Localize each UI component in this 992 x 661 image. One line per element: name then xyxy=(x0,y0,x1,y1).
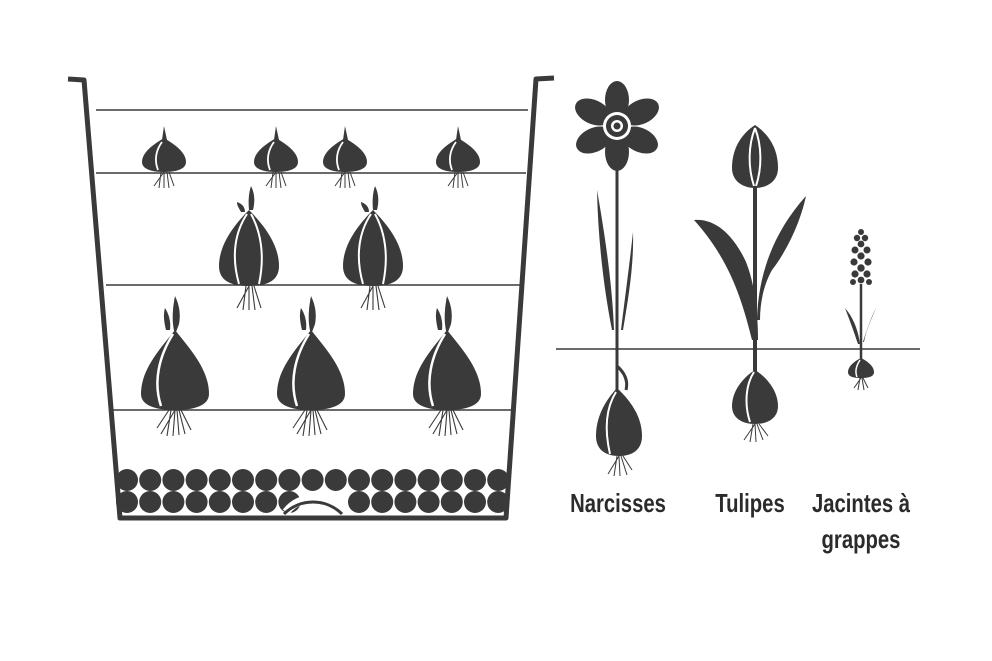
pebble xyxy=(162,491,185,513)
floret xyxy=(851,246,859,254)
floret xyxy=(857,240,865,248)
small-bulb xyxy=(141,125,187,189)
large-bulb xyxy=(139,294,211,438)
label-jacintes-line1: Jacintes à xyxy=(811,488,911,518)
floret xyxy=(864,258,872,266)
pebble xyxy=(162,469,185,491)
small-bulb xyxy=(435,125,481,189)
pebble xyxy=(417,491,440,513)
pebble xyxy=(394,469,417,491)
pebble xyxy=(208,491,231,513)
daffodil-icon xyxy=(575,81,659,477)
pebble xyxy=(139,469,162,491)
medium-bulb xyxy=(218,185,280,311)
pebble xyxy=(255,491,278,513)
label-tulipes: Tulipes xyxy=(715,488,785,518)
large-bulb xyxy=(275,294,347,438)
pebble xyxy=(301,469,324,491)
pebble xyxy=(116,491,138,513)
pebble xyxy=(348,469,370,491)
floret xyxy=(857,264,865,272)
gravel-layer xyxy=(116,469,510,513)
floret xyxy=(850,258,858,266)
pebble xyxy=(487,469,510,491)
pebble xyxy=(255,469,278,491)
floret xyxy=(850,279,856,285)
pebble xyxy=(208,469,231,491)
floret xyxy=(866,279,872,285)
floret xyxy=(851,270,859,278)
floret xyxy=(857,252,865,260)
floret xyxy=(857,276,865,284)
floret xyxy=(858,229,864,235)
tulip-icon xyxy=(694,125,806,443)
pebble xyxy=(371,469,394,491)
pebble xyxy=(185,491,208,513)
pebble xyxy=(440,469,463,491)
label-narcisses: Narcisses xyxy=(570,488,666,518)
small-bulb xyxy=(322,125,368,189)
label-jacintes-line2: grappes xyxy=(821,524,901,554)
large-bulb xyxy=(411,294,483,438)
floret xyxy=(863,270,871,278)
floret xyxy=(861,234,869,242)
small-bulb-row xyxy=(141,125,481,189)
pot xyxy=(67,75,555,521)
pebble xyxy=(371,491,394,513)
medium-bulb-row xyxy=(218,185,404,311)
soil-layer-lines xyxy=(96,109,528,411)
floret xyxy=(853,234,861,242)
pebble xyxy=(440,491,463,513)
pebble xyxy=(394,491,417,513)
floret xyxy=(863,246,871,254)
pebble xyxy=(232,491,254,513)
pebble xyxy=(116,469,138,491)
pebble xyxy=(324,469,347,491)
pebble xyxy=(185,469,208,491)
pebble xyxy=(464,469,486,491)
medium-bulb xyxy=(342,185,404,311)
large-bulb-row xyxy=(139,294,483,438)
pebble xyxy=(232,469,254,491)
pebble xyxy=(417,469,440,491)
pebble xyxy=(348,491,370,513)
small-bulb xyxy=(253,125,299,189)
pebble xyxy=(139,491,162,513)
pebble xyxy=(464,491,486,513)
pebble xyxy=(278,469,301,491)
pebble xyxy=(487,491,510,513)
grape-hyacinth-icon xyxy=(845,229,876,391)
